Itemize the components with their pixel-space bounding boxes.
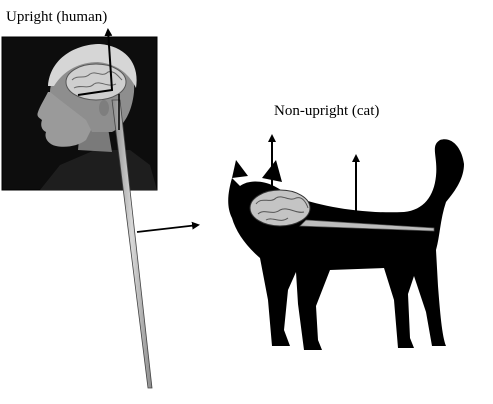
cat-brain: [250, 190, 310, 226]
human-horizontal-arrow: [137, 225, 198, 232]
human-brain: [66, 64, 126, 100]
human-portrait: [2, 37, 157, 190]
cat-silhouette: [228, 139, 464, 350]
